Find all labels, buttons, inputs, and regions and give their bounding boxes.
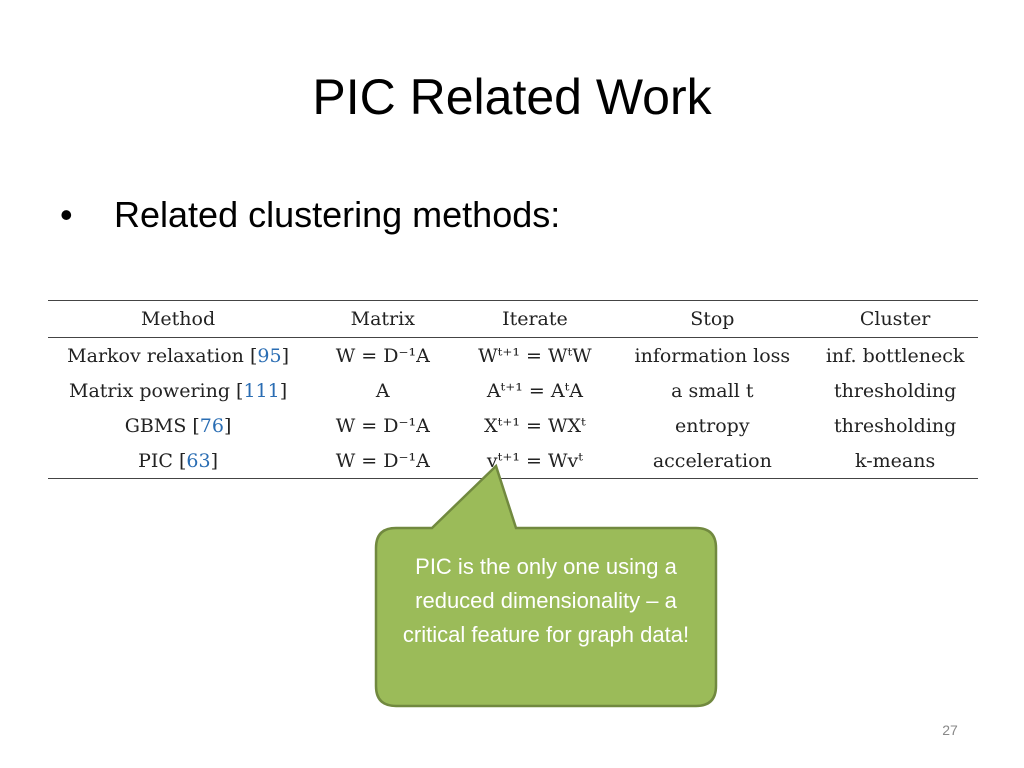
cluster-cell: k-means — [812, 443, 978, 479]
stop-cell: entropy — [675, 414, 750, 437]
iterate-cell: vᵗ⁺¹ = Wvᵗ — [457, 443, 613, 479]
table-row: Matrix powering [111] A Aᵗ⁺¹ = AᵗA a sma… — [48, 373, 978, 408]
cluster-cell: inf. bottleneck — [825, 344, 965, 367]
citation-link[interactable]: 63 — [186, 449, 211, 472]
method-cell: GBMS [76] — [124, 414, 232, 437]
iterate-cell: Xᵗ⁺¹ = WXᵗ — [484, 414, 586, 437]
bullet-text: Related clustering methods: — [114, 194, 561, 235]
callout-shape — [374, 463, 718, 708]
slide-number: 27 — [942, 722, 958, 738]
cluster-cell: thresholding — [833, 414, 957, 437]
citation-link[interactable]: 76 — [199, 414, 224, 437]
header-method: Method — [48, 300, 309, 338]
citation-link[interactable]: 111 — [243, 379, 280, 402]
methods-table: Method Matrix Iterate Stop Cluster Marko… — [48, 300, 978, 479]
iterate-cell: Aᵗ⁺¹ = AᵗA — [486, 379, 583, 402]
table-header-row: Method Matrix Iterate Stop Cluster — [48, 300, 978, 338]
matrix-cell: W = D⁻¹A — [308, 443, 458, 479]
stop-cell: acceleration — [612, 443, 813, 479]
table-row: GBMS [76] W = D⁻¹A Xᵗ⁺¹ = WXᵗ entropy th… — [48, 408, 978, 443]
callout-text: PIC is the only one using a reduced dime… — [402, 554, 690, 647]
method-cell: Markov relaxation [95] — [67, 344, 289, 367]
bullet-marker: • — [60, 194, 73, 235]
matrix-cell: A — [375, 379, 390, 402]
matrix-cell: W = D⁻¹A — [335, 344, 430, 367]
header-stop: Stop — [612, 300, 813, 338]
header-matrix: Matrix — [308, 300, 458, 338]
callout-bubble — [370, 460, 726, 712]
citation-link[interactable]: 95 — [257, 344, 282, 367]
slide-title: PIC Related Work — [312, 69, 712, 125]
method-cell: Matrix powering [111] — [69, 379, 288, 402]
header-iterate: Iterate — [457, 300, 613, 338]
bullet-item: • Related clustering methods: — [60, 190, 560, 240]
cluster-cell: thresholding — [833, 379, 957, 402]
matrix-cell: W = D⁻¹A — [335, 414, 430, 437]
stop-cell: a small t — [671, 379, 754, 402]
stop-cell: information loss — [634, 344, 791, 367]
table-row: PIC [63] W = D⁻¹A vᵗ⁺¹ = Wvᵗ acceleratio… — [48, 443, 978, 479]
table-row: Markov relaxation [95] W = D⁻¹A Wᵗ⁺¹ = W… — [48, 338, 978, 374]
header-cluster: Cluster — [812, 300, 978, 338]
iterate-cell: Wᵗ⁺¹ = WᵗW — [478, 344, 592, 367]
method-cell: PIC [63] — [48, 443, 309, 479]
